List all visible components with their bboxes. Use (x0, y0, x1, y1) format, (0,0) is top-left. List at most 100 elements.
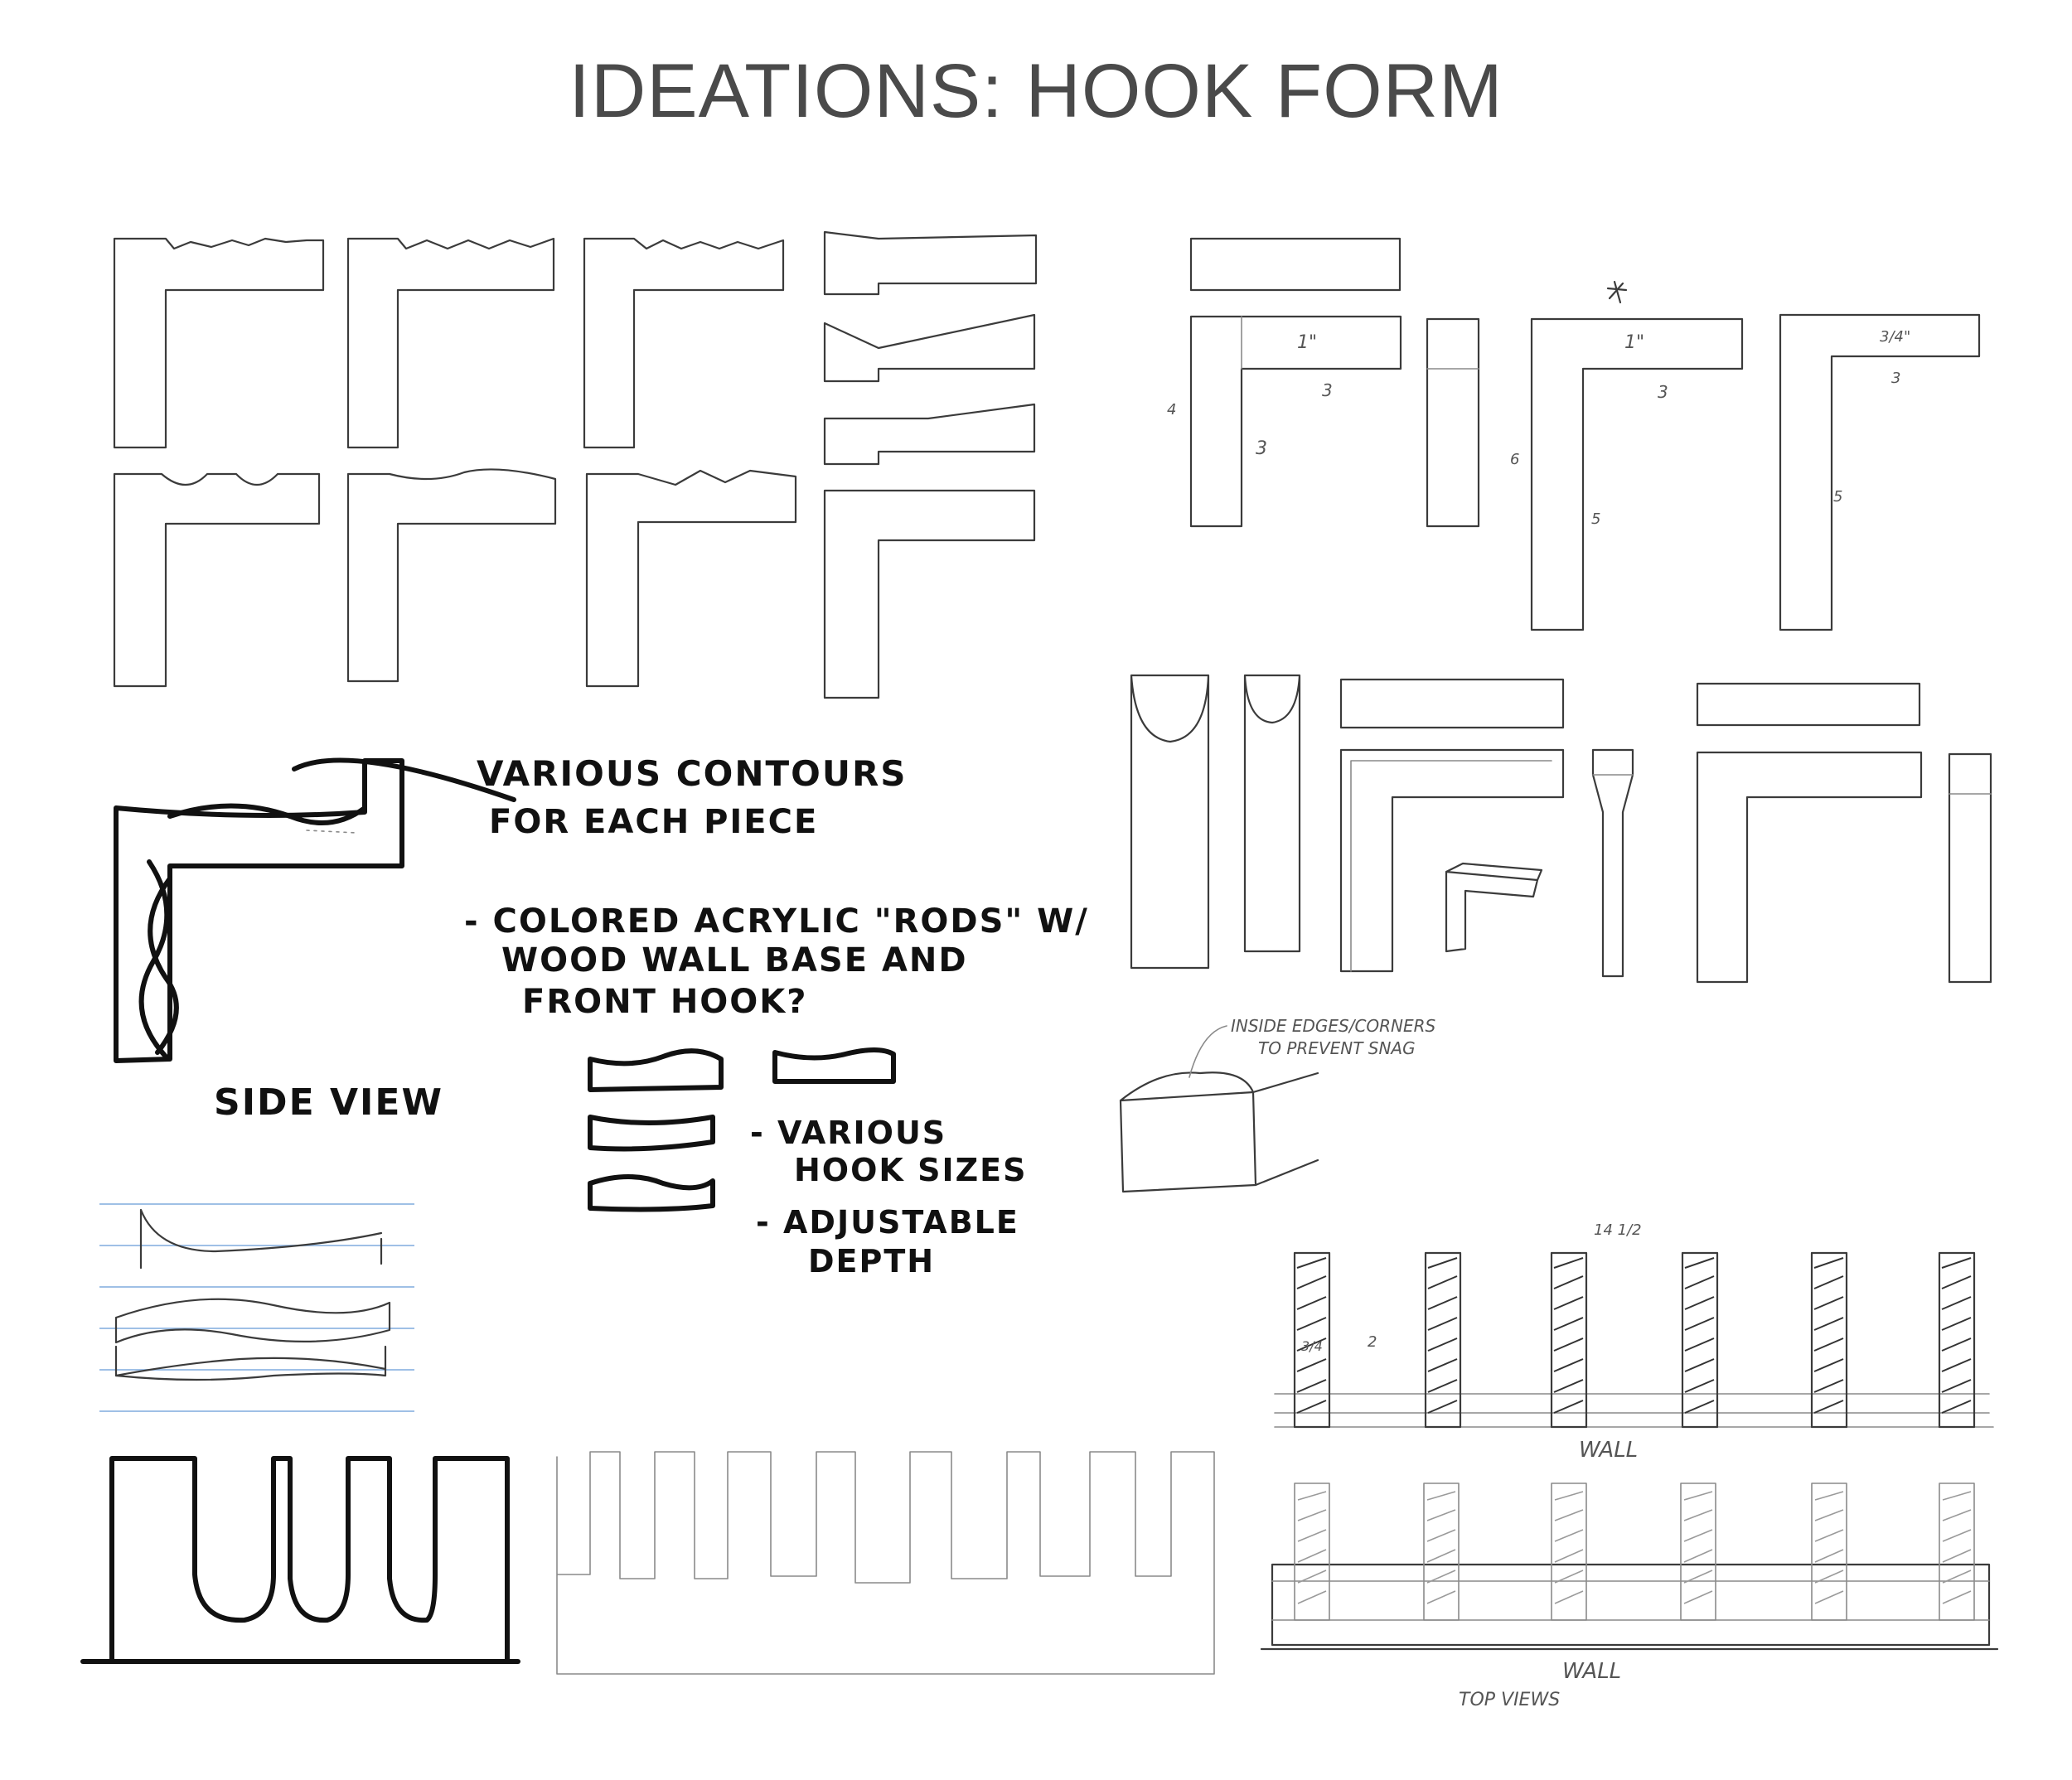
dim-3b: 3 (1658, 382, 1668, 402)
wave-shape-3 (114, 1345, 387, 1381)
dark-rod-6 (1938, 1251, 1976, 1429)
rounded-rod-1 (1130, 674, 1210, 970)
dots (306, 830, 357, 834)
dark-hatch-4 (1684, 1257, 1715, 1414)
comb-pencil-sketch (556, 1451, 1215, 1675)
dimensioned-hooks: 1" 3 4 3 1" 3 6 5 3/4" 3 5 (1167, 237, 1981, 631)
hook-sketch-8 (823, 489, 1036, 699)
dark-rod-3 (1550, 1251, 1588, 1429)
u-rack-outline (109, 1456, 510, 1664)
wavy-bar-2 (772, 1047, 896, 1084)
rod-and-profile-sketches (1130, 674, 1992, 984)
light-rod-3 (1551, 1483, 1587, 1621)
inside-edges-note-1: INSIDE EDGES/CORNERS (1231, 1016, 1436, 1036)
hook-sketch-4b (823, 313, 1036, 383)
light-hatch-2 (1426, 1491, 1456, 1604)
dark-hatch-6 (1941, 1257, 1972, 1414)
hook-sketch-6 (346, 468, 557, 683)
light-rod-4 (1680, 1483, 1716, 1621)
rounded-edge-detail: INSIDE EDGES/CORNERS TO PREVENT SNAG (1119, 1016, 1436, 1193)
light-rod-5 (1811, 1483, 1847, 1621)
star-mark-icon (1606, 280, 1628, 304)
u-rack-marker-sketch (80, 1456, 520, 1664)
hook-sketch-1 (113, 237, 325, 449)
dim-6: 6 (1510, 451, 1519, 468)
swirl-mark (292, 757, 516, 802)
dark-hatch-5 (1813, 1257, 1844, 1414)
profile-side-2 (1948, 752, 1992, 984)
dimensioned-bar-top (1189, 237, 1402, 292)
twist-2 (148, 876, 179, 1055)
dark-hatch-1 (1296, 1257, 1327, 1414)
dimensioned-hook-2 (1530, 317, 1744, 631)
light-hatch-5 (1814, 1491, 1844, 1604)
acrylic-note-3: FRONT HOOK? (522, 983, 808, 1021)
dim-34: 3/4" (1880, 328, 1910, 346)
wall-label-2: WALL (1562, 1659, 1621, 1684)
dim-5b: 5 (1833, 488, 1842, 505)
wavy-bar-4 (588, 1174, 715, 1212)
hook-sketch-4 (823, 230, 1038, 296)
light-hatch-4 (1683, 1491, 1713, 1604)
marker-notes: VARIOUS CONTOURS FOR EACH PIECE - COLORE… (464, 753, 1089, 1279)
wave-shape-2 (114, 1298, 391, 1344)
hook-sizes-note-2: HOOK SIZES (794, 1152, 1027, 1188)
side-view-marker-sketch: SIDE VIEW (114, 757, 516, 1124)
profile-l-1 (1339, 748, 1565, 973)
profile-l-1-inner (1350, 760, 1552, 972)
comb-outline (556, 1451, 1215, 1675)
hook-sketch-4c (823, 403, 1036, 466)
dark-rod-4 (1681, 1251, 1719, 1429)
light-hatch-3 (1554, 1491, 1584, 1604)
wall-label-1: WALL (1579, 1438, 1638, 1463)
dark-rod-2 (1424, 1251, 1462, 1429)
dimensioned-side-view (1426, 317, 1480, 528)
hook-sketch-7 (585, 469, 797, 688)
profile-l-2 (1696, 751, 1923, 984)
wavy-hook-sizes (588, 1047, 896, 1212)
acrylic-note-2: WOOD WALL BASE AND (501, 941, 968, 979)
light-rod-6 (1939, 1483, 1975, 1621)
dim-1in: 1" (1297, 332, 1317, 353)
hook-sketch-3 (583, 237, 785, 449)
hook-sizes-note-1: - VARIOUS (750, 1115, 946, 1151)
top-view-2-base (1271, 1563, 1991, 1647)
hook-sketch-5 (113, 472, 321, 688)
side-view-label: SIDE VIEW (214, 1081, 443, 1124)
top-view-dark: 14 1/2 3/4 2 WALL (1274, 1221, 1994, 1463)
dark-hatch-3 (1553, 1257, 1584, 1414)
dim-34b: 3/4 (1301, 1338, 1323, 1354)
small-3d-hook (1445, 862, 1543, 953)
dimensioned-hook-3 (1779, 313, 1981, 631)
top-swirl (167, 803, 367, 825)
light-rod-2 (1423, 1483, 1460, 1621)
dim-14half: 14 1/2 (1594, 1221, 1642, 1239)
dim-4: 4 (1167, 401, 1176, 418)
lined-paper-sketch (99, 1203, 414, 1412)
wavy-bar-3 (588, 1115, 715, 1152)
dim-2: 2 (1368, 1333, 1377, 1351)
hatched-rods-light (1294, 1483, 1975, 1621)
dark-rod-1 (1293, 1251, 1331, 1429)
hook-sketch-2 (346, 237, 555, 449)
light-rod-1 (1294, 1483, 1330, 1621)
contours-note-2: FOR EACH PIECE (489, 803, 818, 841)
inside-edges-note-2: TO PREVENT SNAG (1258, 1038, 1416, 1058)
dim-3c: 3 (1891, 370, 1900, 387)
wavy-bar-1 (588, 1048, 724, 1092)
top-view-light: WALL TOP VIEWS (1260, 1483, 1999, 1710)
profile-bar-1 (1339, 678, 1565, 729)
profile-side-1 (1591, 748, 1634, 978)
dark-hatch-2 (1427, 1257, 1458, 1414)
acrylic-note-1: - COLORED ACRYLIC "RODS" W/ (464, 902, 1089, 941)
page-title: IDEATIONS: HOOK FORM (569, 49, 1503, 133)
hook-contour-sketches (113, 230, 1038, 699)
light-hatch-1 (1297, 1491, 1327, 1604)
light-hatch-6 (1942, 1491, 1972, 1604)
hatched-rods-dark (1293, 1251, 1976, 1429)
profile-bar-2 (1696, 682, 1921, 727)
adjustable-note-1: - ADJUSTABLE (756, 1204, 1019, 1241)
rounded-rod-2 (1243, 674, 1301, 953)
